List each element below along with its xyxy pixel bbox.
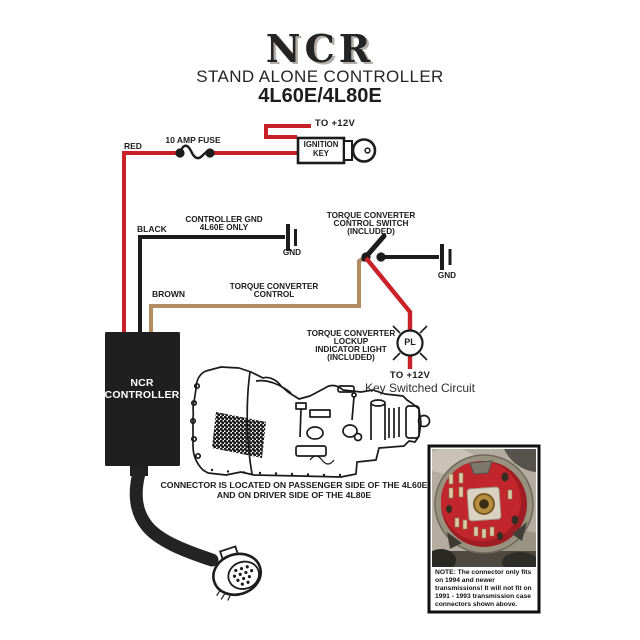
black-wire — [138, 235, 285, 333]
tcc-switch-note: TORQUE CONVERTER CONTROL SWITCH (INCLUDE… — [326, 211, 416, 236]
harness-connector-icon — [212, 545, 262, 601]
lamp-pl-label: PL — [404, 337, 416, 347]
switch-icon — [361, 233, 439, 262]
black-wire-label: BLACK — [137, 224, 167, 234]
brown-wire — [149, 255, 367, 333]
brown-wire-label: BROWN — [152, 289, 186, 299]
ignition-key-icon — [296, 136, 377, 165]
inset-note: NOTE: The connector only fits on 1994 an… — [435, 569, 532, 609]
lamp-icon — [392, 325, 428, 361]
fuse-icon — [175, 144, 215, 160]
controller-gnd-note: CONTROLLER GND 4L60E ONLY — [185, 215, 263, 232]
controller-ground-icon — [286, 224, 297, 251]
controller-cable — [129, 466, 219, 567]
controller-label: NCR CONTROLLER — [104, 377, 180, 401]
to-12v-label: TO +12V — [314, 118, 356, 129]
transmission-illustration — [189, 366, 431, 478]
tcc-control-note: TORQUE CONVERTER CONTROL — [229, 282, 319, 299]
to-12v-label-2: TO +12V — [389, 370, 431, 381]
switch-ground-icon — [440, 244, 452, 270]
red-wire-label: RED — [124, 141, 142, 151]
connector-location-caption: CONNECTOR IS LOCATED ON PASSENGER SIDE O… — [160, 480, 428, 500]
gnd-label-2: GND — [437, 271, 457, 280]
key-switched-circuit-label: Key Switched Circuit — [364, 381, 476, 395]
red-wire — [122, 124, 311, 333]
note-box — [432, 567, 536, 609]
gnd-label-1: GND — [282, 248, 302, 257]
model-numbers: 4L60E/4L80E — [258, 85, 382, 107]
ignition-key-label: IGNITION KEY — [303, 140, 339, 158]
fuse-label: 10 AMP FUSE — [165, 135, 221, 145]
page-subtitle: STAND ALONE CONTROLLER — [196, 67, 444, 86]
indicator-light-note: TORQUE CONVERTER LOCKUP INDICATOR LIGHT … — [306, 329, 396, 362]
page-title: NCR — [265, 26, 375, 71]
connector-photo — [427, 444, 541, 614]
ncr-controller-box — [105, 332, 180, 476]
